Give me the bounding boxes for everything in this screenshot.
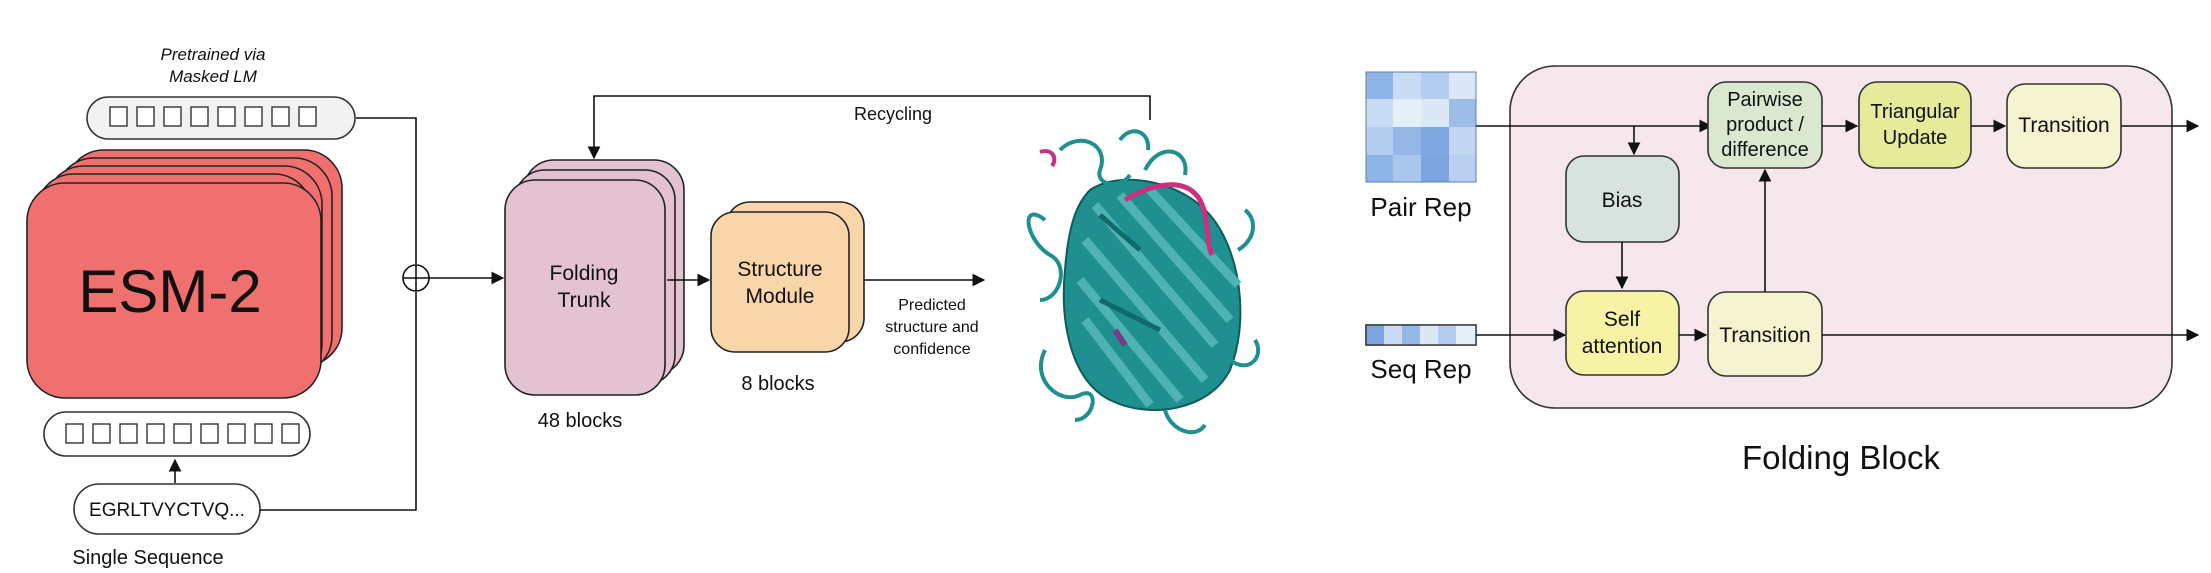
- seq-rep-label: Seq Rep: [1370, 354, 1471, 384]
- output-embedding-connector: [356, 117, 417, 264]
- sequence-pill: [73, 483, 261, 535]
- bias-label: Bias: [1602, 189, 1643, 212]
- pretrained-label-line1: Pretrained via: [161, 45, 266, 64]
- triangular-update-box: [1858, 81, 1972, 169]
- transition-seq-label: Transition: [1719, 324, 1810, 347]
- self-attention-label-line1: Self: [1604, 308, 1640, 331]
- structure-module-label-line1: Structure: [737, 258, 822, 281]
- predicted-protein-structure-image: [1026, 129, 1261, 435]
- self-attention-label-line2: attention: [1582, 335, 1663, 358]
- pairwise-label-line3: difference: [1721, 139, 1808, 161]
- folding-block-title: Folding Block: [1742, 439, 1941, 476]
- folding-trunk-stack: [504, 159, 685, 396]
- structure-module-stack: [710, 201, 865, 353]
- transition-pair-label: Transition: [2018, 114, 2109, 137]
- single-sequence-label: Single Sequence: [72, 547, 223, 569]
- structure-blocks-count: 8 blocks: [741, 373, 814, 395]
- pair-rep-heatmap: [1365, 71, 1477, 183]
- predicted-label-line1: Predicted: [898, 297, 966, 314]
- esm2-label: ESM-2: [78, 258, 261, 325]
- output-embedding-box: [86, 96, 356, 140]
- recycling-label: Recycling: [854, 104, 932, 124]
- sequence-text: EGRLTVYCTVQ...: [89, 500, 245, 521]
- pair-rep-label: Pair Rep: [1370, 192, 1471, 222]
- triangular-label-line2: Update: [1883, 127, 1948, 149]
- recycling-loop-arrow: [587, 95, 1151, 160]
- pairwise-label-line2: product /: [1726, 114, 1804, 136]
- input-embedding-box: [43, 411, 311, 457]
- sequence-connector: [260, 292, 417, 511]
- folding-trunk-label-line2: Trunk: [558, 289, 611, 312]
- pairwise-product-box: [1707, 81, 1823, 169]
- predicted-label-line3: confidence: [893, 341, 970, 358]
- pretrained-label-line2: Masked LM: [169, 67, 258, 86]
- self-attention-box: [1565, 290, 1680, 376]
- predicted-label-line2: structure and: [885, 319, 978, 336]
- seq-rep-strip: [1365, 324, 1477, 346]
- esm2-block-stack: [26, 149, 343, 399]
- combine-node-icon: [402, 264, 430, 292]
- trunk-blocks-count: 48 blocks: [538, 410, 623, 432]
- pairwise-label-line1: Pairwise: [1727, 89, 1803, 111]
- triangular-label-line1: Triangular: [1870, 101, 1960, 123]
- structure-module-label-line2: Module: [746, 285, 815, 308]
- folding-trunk-label-line1: Folding: [550, 262, 619, 285]
